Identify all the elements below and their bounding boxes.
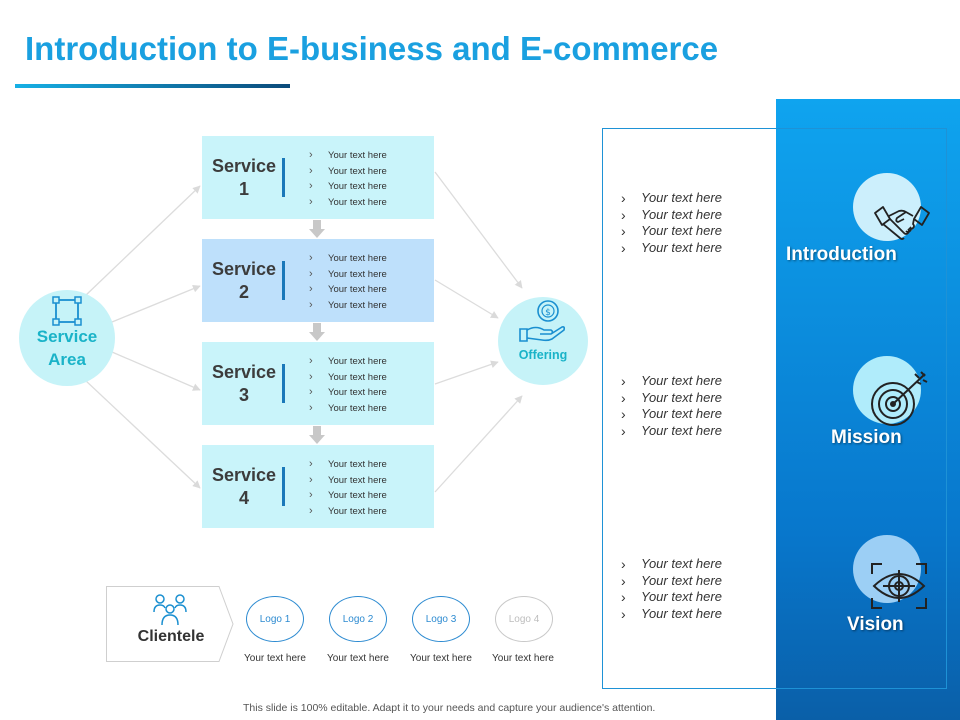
bullet-item: Your text here <box>309 488 387 504</box>
handshake-icon <box>874 206 930 240</box>
title-underline <box>15 84 290 88</box>
bullet-item: Your text here <box>309 251 387 267</box>
bullet-item: Your text here <box>309 298 387 314</box>
mission-bullets: Your text here Your text here Your text … <box>621 373 722 440</box>
bullet-item: Your text here <box>621 573 722 590</box>
logo-1-caption: Your text here <box>244 653 306 664</box>
bullet-item: Your text here <box>309 370 387 386</box>
vision-bullets: Your text here Your text here Your text … <box>621 556 722 623</box>
service-3-accent-bar <box>282 364 285 403</box>
bullet-item: Your text here <box>309 164 387 180</box>
service-1-bullets: Your text here Your text here Your text … <box>309 148 387 211</box>
svg-text:$: $ <box>545 308 551 318</box>
hand-coin-icon: $ <box>519 300 566 342</box>
logo-4-circle: Logo 4 <box>495 596 553 642</box>
service-4-title: Service 4 <box>210 464 278 510</box>
bullet-item: Your text here <box>309 473 387 489</box>
service-4-bullets: Your text here Your text here Your text … <box>309 457 387 520</box>
footer-text: This slide is 100% editable. Adapt it to… <box>243 702 656 714</box>
logo-3-circle: Logo 3 <box>412 596 470 642</box>
service-3-bullets: Your text here Your text here Your text … <box>309 354 387 417</box>
mission-label: Mission <box>831 427 902 448</box>
service-4-title-line2: 4 <box>238 488 249 508</box>
service-area-circle: Service Area <box>19 290 115 386</box>
service-4-accent-bar <box>282 467 285 506</box>
offering-circle: $ Offering <box>498 297 588 385</box>
introduction-circle <box>853 173 921 241</box>
service-2-title: Service 2 <box>210 258 278 304</box>
service-2-bullets: Your text here Your text here Your text … <box>309 251 387 314</box>
sections-frame <box>602 128 947 689</box>
logo-4-caption: Your text here <box>492 653 554 664</box>
down-arrow-icon <box>309 323 325 341</box>
target-arrow-icon <box>871 371 928 426</box>
bullet-item: Your text here <box>621 207 722 224</box>
introduction-bullets: Your text here Your text here Your text … <box>621 190 722 257</box>
down-arrow-icon <box>309 220 325 238</box>
select-square-icon <box>52 296 82 326</box>
service-2-title-line2: 2 <box>238 282 249 302</box>
people-group-icon <box>153 594 187 626</box>
eye-focus-icon <box>871 563 927 609</box>
service-area-label: Service Area <box>37 325 98 371</box>
bullet-item: Your text here <box>309 457 387 473</box>
service-1-title-line2: 1 <box>238 179 249 199</box>
offering-label: Offering <box>518 348 568 362</box>
service-box-1: Service 1 Your text here Your text here … <box>202 136 434 219</box>
bullet-item: Your text here <box>309 267 387 283</box>
service-2-accent-bar <box>282 261 285 300</box>
bullet-item: Your text here <box>309 385 387 401</box>
bullet-item: Your text here <box>621 223 722 240</box>
service-1-title-line1: Service <box>211 156 277 176</box>
bullet-item: Your text here <box>621 390 722 407</box>
service-3-title-line1: Service <box>211 362 277 382</box>
service-box-4: Service 4 Your text here Your text here … <box>202 445 434 528</box>
service-box-2: Service 2 Your text here Your text here … <box>202 239 434 322</box>
service-1-title: Service 1 <box>210 155 278 201</box>
vision-circle <box>853 535 921 603</box>
logo-2-circle: Logo 2 <box>329 596 387 642</box>
bullet-item: Your text here <box>309 401 387 417</box>
bullet-item: Your text here <box>621 556 722 573</box>
vision-label: Vision <box>847 614 904 635</box>
logo-3-caption: Your text here <box>410 653 472 664</box>
service-3-title: Service 3 <box>210 361 278 407</box>
bullet-item: Your text here <box>621 373 722 390</box>
service-2-title-line1: Service <box>211 259 277 279</box>
introduction-label: Introduction <box>786 244 897 265</box>
service-box-3: Service 3 Your text here Your text here … <box>202 342 434 425</box>
clientele-arrow-box <box>106 586 234 662</box>
bullet-item: Your text here <box>621 589 722 606</box>
bullet-item: Your text here <box>309 504 387 520</box>
bullet-item: Your text here <box>309 354 387 370</box>
bullet-item: Your text here <box>621 190 722 207</box>
bullet-item: Your text here <box>621 606 722 623</box>
service-4-title-line1: Service <box>211 465 277 485</box>
service-1-accent-bar <box>282 158 285 197</box>
bullet-item: Your text here <box>621 240 722 257</box>
down-arrow-icon <box>309 426 325 444</box>
bullet-item: Your text here <box>309 195 387 211</box>
bullet-item: Your text here <box>309 179 387 195</box>
bullet-item: Your text here <box>309 282 387 298</box>
logo-2-caption: Your text here <box>327 653 389 664</box>
bullet-item: Your text here <box>621 406 722 423</box>
service-3-title-line2: 3 <box>238 385 249 405</box>
service-area-label-line2: Area <box>48 350 86 369</box>
bullet-item: Your text here <box>621 423 722 440</box>
service-area-label-line1: Service <box>36 327 98 346</box>
slide-title: Introduction to E-business and E-commerc… <box>25 30 719 67</box>
clientele-label: Clientele <box>137 628 205 645</box>
bullet-item: Your text here <box>309 148 387 164</box>
logo-1-circle: Logo 1 <box>246 596 304 642</box>
